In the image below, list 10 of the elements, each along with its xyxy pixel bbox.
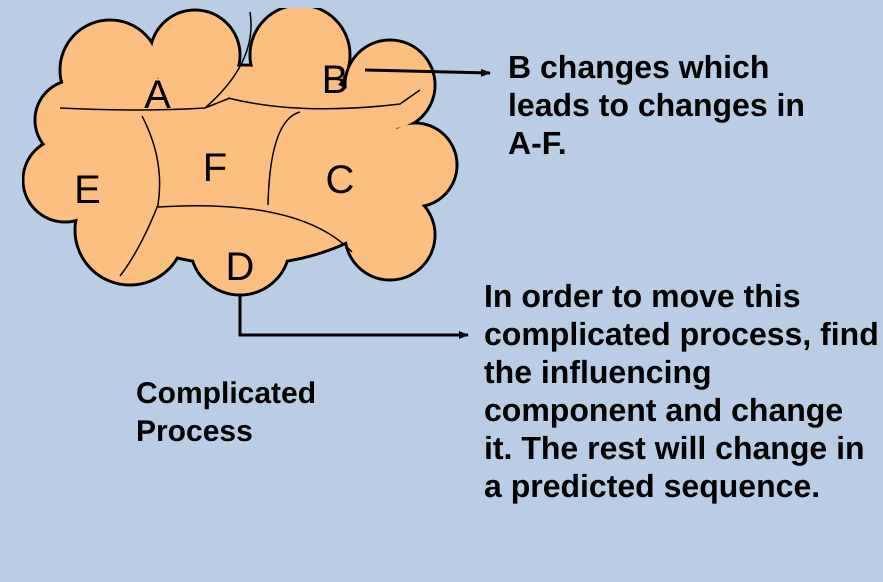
arrow	[364, 68, 491, 77]
region-label: E	[74, 170, 101, 210]
region-label: D	[226, 246, 254, 286]
arrow	[238, 295, 469, 339]
caption-text: Complicated Process	[136, 376, 318, 450]
region-label: F	[202, 148, 228, 188]
region-label: A	[144, 75, 171, 115]
region-label: C	[326, 160, 354, 200]
note-text: B changes which leads to changes in A-F.	[508, 48, 806, 162]
note-text: In order to move this complicated process, find the influencing component and change it. The rest will change in a predicted sequence.	[484, 277, 879, 505]
